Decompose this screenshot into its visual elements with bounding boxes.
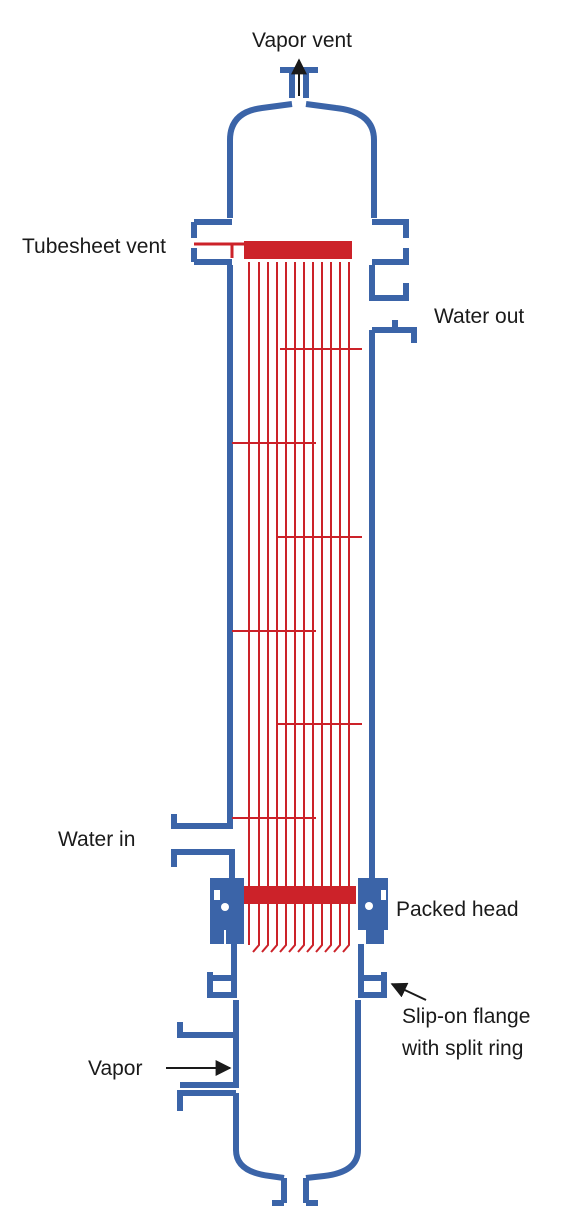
- tube: [279, 262, 287, 953]
- bottom-tubesheet: [244, 886, 356, 904]
- water-out-nozzle: [369, 265, 417, 343]
- label-split-ring: with split ring: [401, 1037, 523, 1060]
- bottom-nozzle: [272, 1178, 318, 1206]
- slip-on-flange-arrow: [390, 982, 427, 1001]
- bottom-head: [233, 1122, 361, 1181]
- label-water-out: Water out: [434, 305, 524, 328]
- vapor-inlet-nozzle: [177, 1035, 239, 1111]
- top-tubesheet: [244, 241, 352, 259]
- label-vapor-vent: Vapor vent: [252, 29, 352, 52]
- label-slip-on-flange: Slip-on flange: [402, 1005, 530, 1028]
- label-vapor: Vapor: [88, 1057, 142, 1080]
- tube: [288, 262, 296, 953]
- water-in-nozzle: [171, 849, 235, 882]
- label-packed-head: Packed head: [396, 898, 519, 921]
- top-head: [227, 101, 377, 218]
- tube: [324, 262, 332, 953]
- top-body-flanges: [191, 219, 409, 265]
- tube: [333, 262, 341, 953]
- label-tubesheet-vent: Tubesheet vent: [22, 235, 166, 258]
- tube: [252, 262, 260, 953]
- tube: [297, 262, 305, 953]
- arrows: [166, 58, 427, 1076]
- tube-bundle: [194, 241, 362, 953]
- lower-shell: [177, 944, 387, 1206]
- shell-left-wall: [171, 265, 233, 829]
- tubes: [248, 262, 350, 953]
- packed-head: [210, 878, 388, 944]
- tube: [261, 262, 269, 953]
- tube: [342, 262, 350, 953]
- tube: [315, 262, 323, 953]
- label-water-in: Water in: [58, 828, 135, 851]
- baffles: [232, 348, 362, 819]
- shell: [171, 67, 417, 882]
- tube: [270, 262, 278, 953]
- tube: [306, 262, 314, 953]
